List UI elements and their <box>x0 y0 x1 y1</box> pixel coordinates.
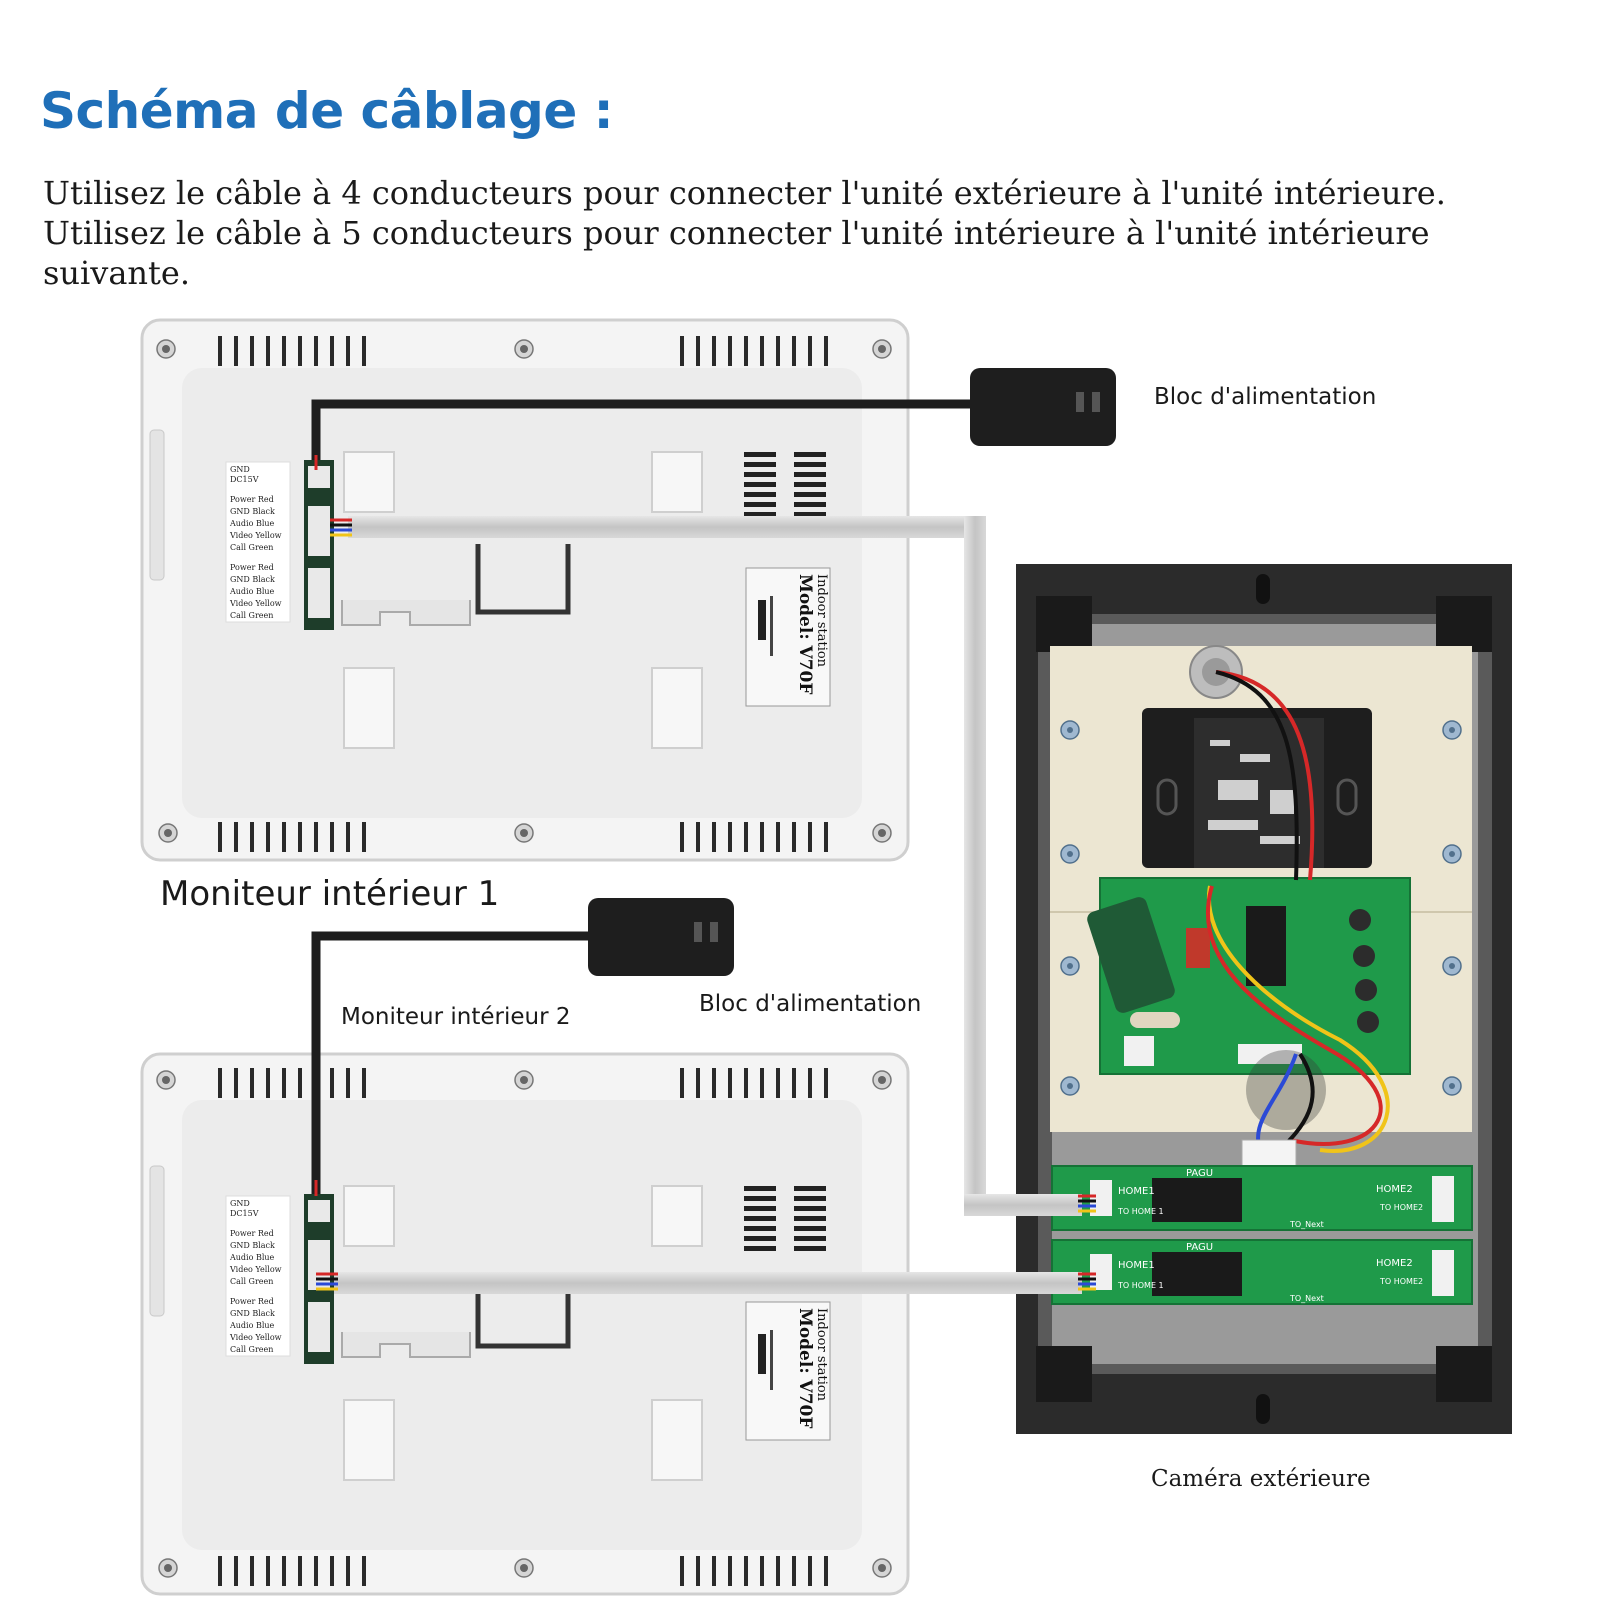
relay-board-2: PAGU HOME1 TO HOME 1 HOME2 TO HOME2 TO_N… <box>1051 1239 1473 1305</box>
terminal-label: Call Green <box>230 611 273 620</box>
terminal-label: Power Red <box>230 1229 274 1238</box>
label-monitor-1: Moniteur intérieur 1 <box>160 874 500 914</box>
intro-line-1: Utilisez le câble à 4 conducteurs pour c… <box>43 174 1446 212</box>
model-label: Indoor station Model: V70F <box>745 567 831 707</box>
relay-home1: HOME1 <box>1118 1260 1155 1271</box>
terminal-label: Power Red <box>230 563 274 572</box>
indoor-monitor-2: GND DC15V Power Red GND Black Audio Blue… <box>140 1052 910 1596</box>
terminal-label: Video Yellow <box>229 599 282 608</box>
label-camera: Caméra extérieure <box>1151 1466 1371 1492</box>
relay-brand: PAGU <box>1186 1168 1213 1179</box>
terminal-label: Call Green <box>230 543 273 552</box>
terminal-label: GND <box>230 465 250 474</box>
outdoor-camera: PAGU HOME1 TO HOME 1 HOME2 TO HOME2 TO_N… <box>1016 564 1512 1434</box>
indoor-monitor-1: GND DC15V Power Red GND Black Audio Blue… <box>140 318 910 862</box>
terminal-label: Power Red <box>230 495 274 504</box>
station-label: Indoor station <box>814 574 829 668</box>
terminal-label: Power Red <box>230 1297 274 1306</box>
relay-to-home1: TO HOME 1 <box>1117 1207 1164 1216</box>
label-power-supply-1: Bloc d'alimentation <box>1154 384 1377 410</box>
terminal-label: DC15V <box>230 475 259 484</box>
terminal-label: Audio Blue <box>229 587 275 596</box>
relay-to-home1: TO HOME 1 <box>1117 1281 1164 1290</box>
model-label: Indoor station Model: V70F <box>745 1301 831 1441</box>
relay-next: TO_Next <box>1289 1294 1324 1303</box>
terminal-label: GND Black <box>230 1309 275 1318</box>
terminal-label: Call Green <box>230 1345 273 1354</box>
terminal-label: Audio Blue <box>229 1321 275 1330</box>
station-label: Indoor station <box>814 1308 829 1402</box>
relay-brand: PAGU <box>1186 1242 1213 1253</box>
relay-to-home2: TO HOME2 <box>1379 1277 1423 1286</box>
terminal-label: GND Black <box>230 575 275 584</box>
relay-next: TO_Next <box>1289 1220 1324 1229</box>
relay-board-1: PAGU HOME1 TO HOME 1 HOME2 TO HOME2 TO_N… <box>1051 1165 1473 1231</box>
terminal-label: GND Black <box>230 1241 275 1250</box>
intro-line-2: Utilisez le câble à 5 conducteurs pour c… <box>43 214 1430 292</box>
model-text: Model: V70F <box>795 1308 815 1428</box>
page-title: Schéma de câblage : <box>40 82 614 140</box>
cable-5-conductor <box>316 1272 1096 1294</box>
relay-home2: HOME2 <box>1376 1184 1413 1195</box>
label-power-supply-2: Bloc d'alimentation <box>699 991 922 1017</box>
label-monitor-2: Moniteur intérieur 2 <box>341 1004 571 1030</box>
cable-4-conductor <box>330 516 1096 1216</box>
terminal-label: GND Black <box>230 507 275 516</box>
terminal-label: Video Yellow <box>229 1333 282 1342</box>
terminal-label: GND <box>230 1199 250 1208</box>
terminal-label: Call Green <box>230 1277 273 1286</box>
relay-home2: HOME2 <box>1376 1258 1413 1269</box>
relay-home1: HOME1 <box>1118 1186 1155 1197</box>
terminal-label: Video Yellow <box>229 531 282 540</box>
intro-text: Utilisez le câble à 4 conducteurs pour c… <box>43 173 1563 293</box>
terminal-label: Audio Blue <box>229 1253 275 1262</box>
power-adapter-1 <box>311 368 1116 470</box>
power-adapter-2 <box>311 898 734 1196</box>
terminal-label: Video Yellow <box>229 1265 282 1274</box>
relay-to-home2: TO HOME2 <box>1379 1203 1423 1212</box>
terminal-label: DC15V <box>230 1209 259 1218</box>
terminal-label: Audio Blue <box>229 519 275 528</box>
model-text: Model: V70F <box>795 574 815 694</box>
